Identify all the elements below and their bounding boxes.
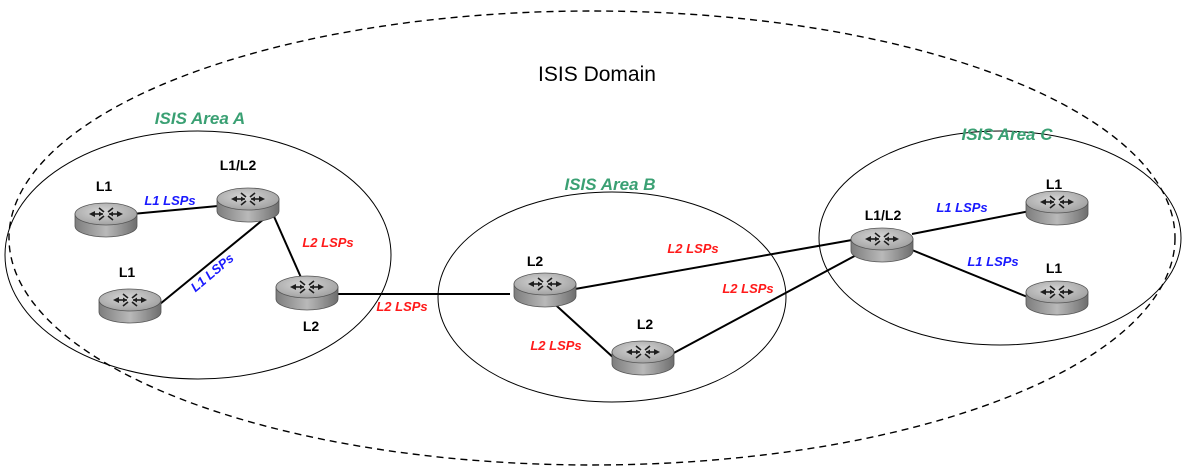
area-b-boundary: [437, 191, 787, 403]
area-a-boundary: [4, 130, 392, 380]
router-label: L1: [119, 264, 136, 280]
link-a1-a2: [131, 205, 219, 215]
router-label: L1: [1046, 176, 1063, 192]
router-c1: L1/L2: [850, 207, 914, 263]
router-b1: L2: [513, 253, 577, 308]
router-b2: L2: [611, 316, 675, 376]
lsp-label-bc-l2-top: L2 LSPs: [667, 241, 718, 256]
link-b2-c1: [669, 251, 863, 356]
area-b-title: ISIS Area B: [564, 175, 655, 194]
lsp-label-bc-l2-bottom: L2 LSPs: [722, 281, 773, 296]
router-label: L1: [1046, 260, 1063, 276]
lsp-label-a-l1-top: L1 LSPs: [144, 193, 195, 208]
area-c-boundary: [818, 130, 1182, 346]
router-icon: [513, 272, 577, 308]
lsp-label-a-l2: L2 LSPs: [302, 235, 353, 250]
lsp-label-c-l1-top: L1 LSPs: [936, 200, 987, 215]
router-icon: [1025, 280, 1089, 316]
router-label: L2: [527, 253, 544, 269]
lsp-label-b-l2: L2 LSPs: [530, 338, 581, 353]
router-a3: L1: [98, 264, 162, 324]
lsp-label-a-l1-diag: L1 LSPs: [188, 250, 237, 294]
router-icon: [74, 202, 138, 238]
link-a3-a2: [159, 213, 271, 305]
router-label: L1/L2: [220, 157, 257, 173]
router-a2: L1/L2: [216, 157, 280, 223]
link-c1-c3: [911, 249, 1031, 299]
domain-title: ISIS Domain: [538, 63, 656, 86]
link-b1-c1: [574, 239, 853, 290]
router-icon: [275, 275, 339, 311]
link-c1-c2: [911, 210, 1031, 235]
router-icon: [850, 227, 914, 263]
router-label: L2: [303, 318, 320, 334]
router-c3: L1: [1025, 260, 1089, 316]
lsp-label-c-l1-bottom: L1 LSPs: [967, 254, 1018, 269]
link-b1-b2: [547, 297, 617, 361]
area-a-title: ISIS Area A: [155, 109, 245, 128]
isis-domain-boundary: [8, 10, 1176, 466]
router-label: L2: [637, 316, 654, 332]
router-icon: [611, 340, 675, 376]
link-a2-a4: [271, 211, 304, 283]
router-icon: [98, 288, 162, 324]
lsp-label-ab-l2: L2 LSPs: [376, 299, 427, 314]
router-icon: [1025, 190, 1089, 226]
area-c-title: ISIS Area C: [961, 125, 1053, 144]
router-icon: [216, 187, 280, 223]
router-label: L1/L2: [865, 207, 902, 223]
router-a4: L2: [275, 275, 339, 334]
router-label: L1: [96, 178, 113, 194]
router-c2: L1: [1025, 176, 1089, 226]
router-a1: L1: [74, 178, 138, 238]
